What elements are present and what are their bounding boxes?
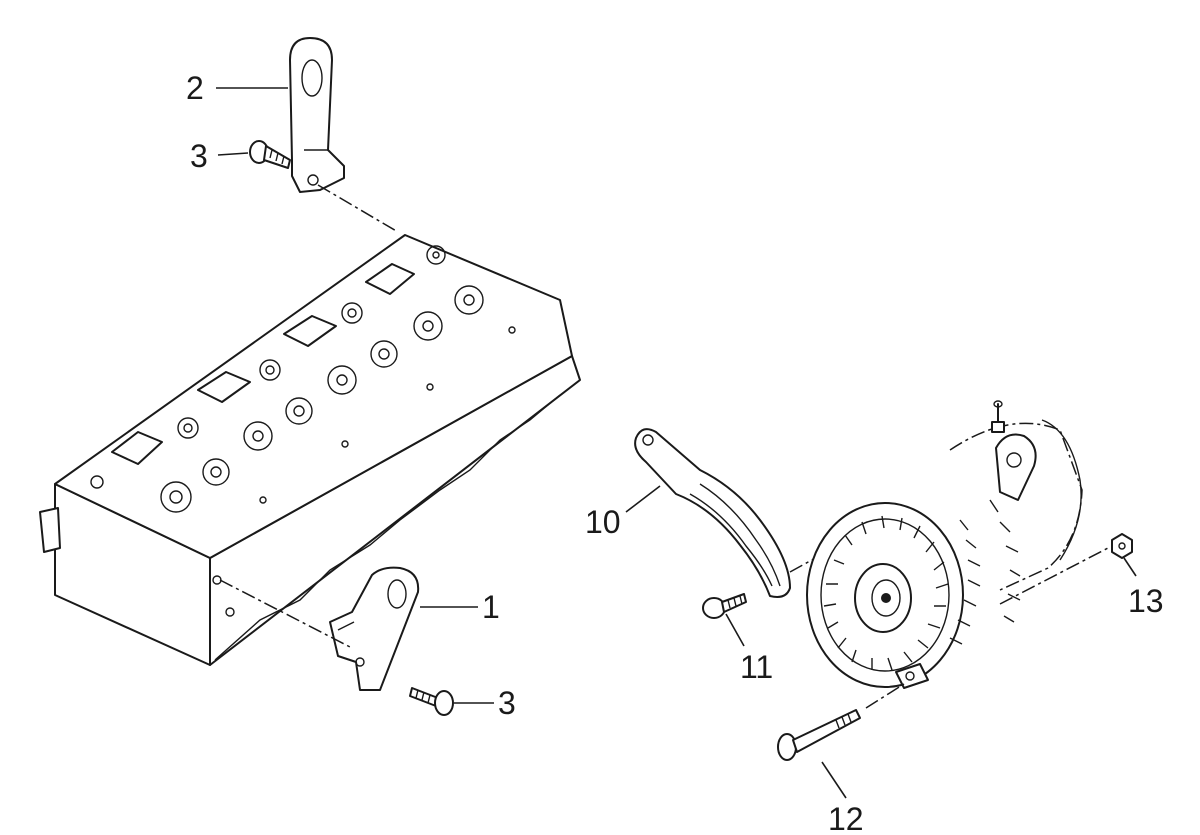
label-part-1: 1 [482,589,500,625]
bolt-11 [702,593,747,619]
bolt-12 [777,709,861,761]
label-part-3-bottom: 3 [498,685,516,721]
label-part-11: 11 [740,649,773,685]
lug-alignment-line [865,683,905,709]
nut-13 [1111,533,1133,559]
bracket-2-alignment-line [317,184,399,233]
bracket-1 [329,566,420,691]
cylinder-head [39,234,581,666]
label-part-12: 12 [828,801,864,835]
bolt-3-bottom [409,687,454,716]
leader-lines [216,87,1137,799]
label-part-10: 10 [585,504,621,540]
label-part-3-top: 3 [190,138,208,174]
alternator [806,400,1083,689]
bracket-2 [289,37,345,193]
adjusting-strap-10 [634,428,791,598]
label-part-13: 13 [1128,583,1164,619]
bolt-3-top [249,140,291,169]
nut-alignment-line [999,547,1109,605]
label-part-2: 2 [186,70,204,106]
